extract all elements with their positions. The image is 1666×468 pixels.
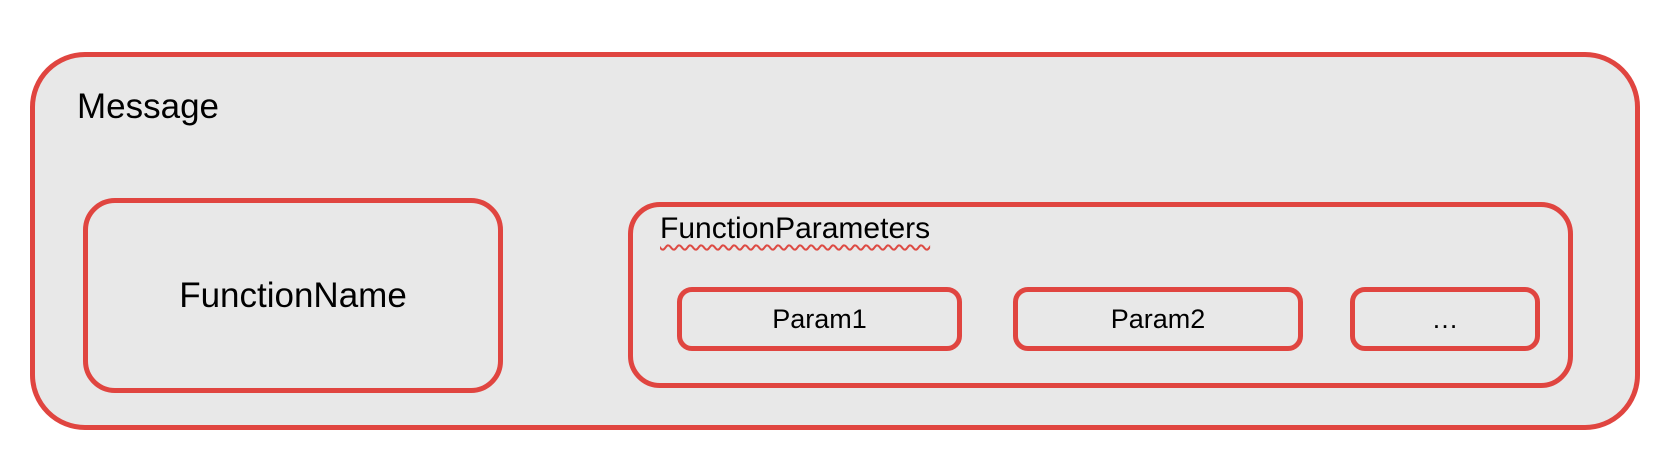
message-label: Message: [77, 87, 220, 126]
param2-label: Param2: [1110, 303, 1206, 334]
param-ellipsis-box: …: [1350, 287, 1540, 351]
param-ellipsis-label: …: [1431, 303, 1459, 334]
param2-box: Param2: [1013, 287, 1303, 351]
function-parameters-label: FunctionParameters: [660, 212, 931, 245]
function-name-label: FunctionName: [179, 275, 407, 315]
message-box: Message FunctionName FunctionParameters …: [30, 52, 1640, 430]
param1-box: Param1: [677, 287, 962, 351]
function-name-box: FunctionName: [83, 198, 503, 393]
function-parameters-box: FunctionParameters Param1 Param2 …: [628, 202, 1573, 388]
param1-label: Param1: [772, 303, 867, 334]
